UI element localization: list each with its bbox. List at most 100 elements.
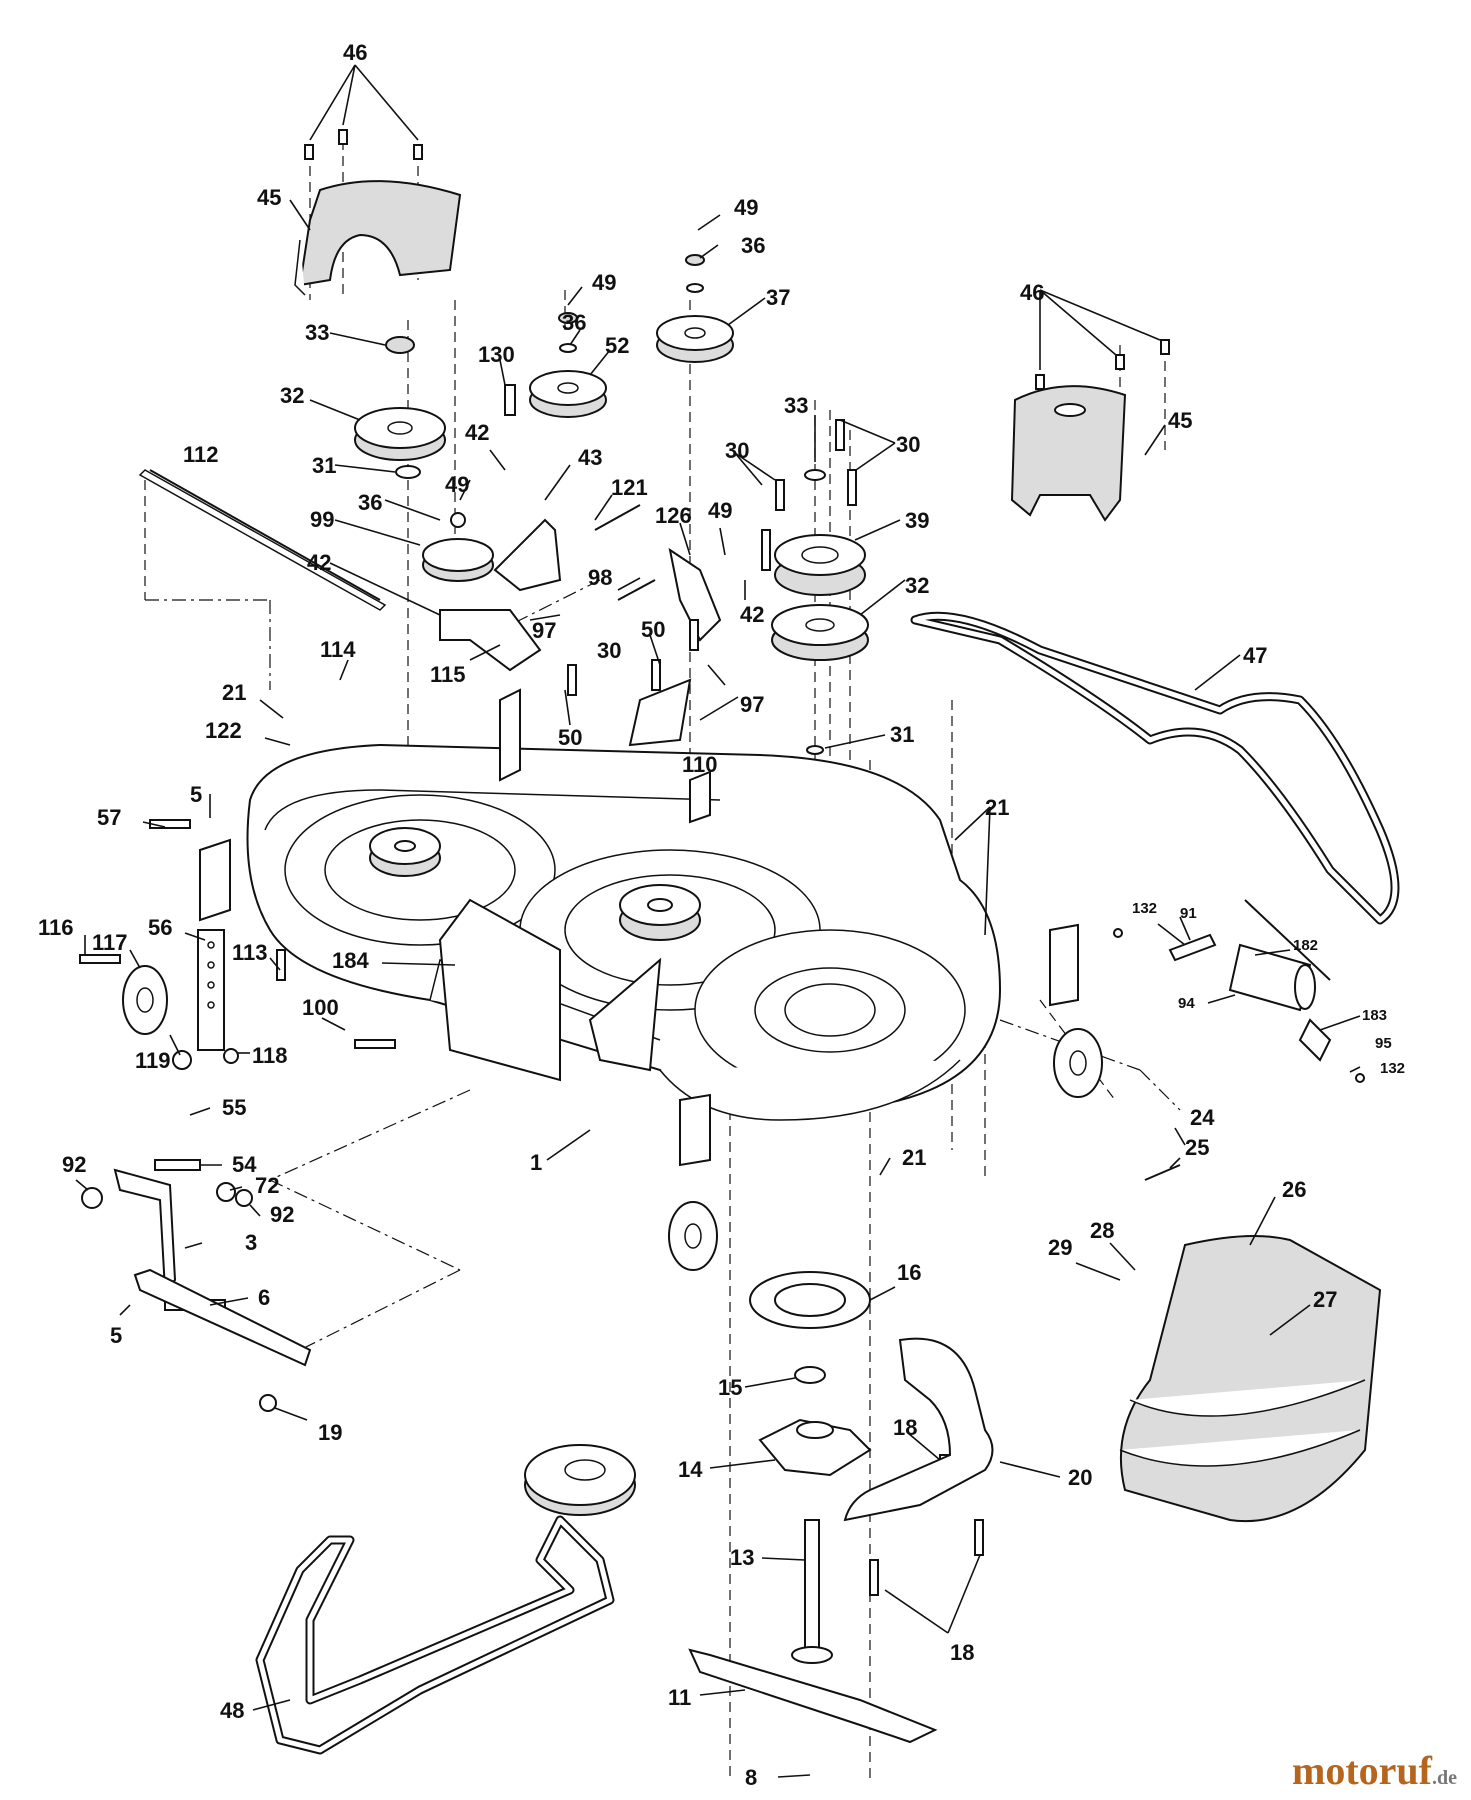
callout-45-right: 45: [1168, 408, 1192, 433]
callout-8: 8: [745, 1765, 757, 1790]
callout-132-bottom: 132: [1380, 1060, 1405, 1077]
callout-91: 91: [1180, 905, 1197, 922]
callout-27: 27: [1313, 1287, 1337, 1312]
callout-16: 16: [897, 1260, 921, 1285]
deck-spindle-pulleys: [369, 827, 701, 941]
callout-97-right: 97: [740, 692, 764, 717]
callout-21-right: 21: [985, 795, 1009, 820]
callout-95: 95: [1375, 1035, 1392, 1052]
callout-49-right-lower: 49: [708, 498, 732, 523]
callout-50-right: 50: [641, 617, 665, 642]
callout-42-left: 42: [307, 550, 331, 575]
callout-13: 13: [730, 1545, 754, 1570]
callout-56: 56: [148, 915, 172, 940]
callout-54: 54: [232, 1152, 257, 1177]
callout-112: 112: [183, 442, 219, 467]
callout-33-left: 33: [305, 320, 329, 345]
callout-122: 122: [205, 718, 242, 743]
callout-130: 130: [478, 342, 515, 367]
deck-housing: [246, 743, 1002, 1121]
callout-36-mid: 36: [562, 310, 586, 335]
callout-5-top: 5: [190, 782, 202, 807]
deck-brackets: [199, 688, 1079, 1167]
lift-links: [81, 1168, 312, 1412]
callout-47: 47: [1243, 643, 1267, 668]
callout-132-top: 132: [1132, 900, 1157, 917]
callout-labels: 46 45 33 32 31 36 99 42 112 49 36 52 130…: [38, 40, 1405, 1790]
gauge-wheels: [122, 929, 1103, 1271]
belts: [255, 611, 1400, 1755]
callout-98: 98: [588, 565, 612, 590]
callout-183: 183: [1362, 1007, 1387, 1024]
callout-110: 110: [682, 752, 718, 777]
callout-43: 43: [578, 445, 602, 470]
callout-30-c: 30: [597, 638, 621, 663]
callout-39: 39: [905, 508, 929, 533]
callout-46-top: 46: [343, 40, 367, 65]
callout-37: 37: [766, 285, 790, 310]
callout-46-right: 46: [1020, 280, 1044, 305]
callout-184: 184: [332, 948, 369, 973]
callout-25: 25: [1185, 1135, 1209, 1160]
callout-21-left: 21: [222, 680, 246, 705]
callout-49-lower: 49: [445, 472, 469, 497]
callout-182: 182: [1293, 937, 1318, 954]
callout-121: 121: [611, 475, 648, 500]
callout-52: 52: [605, 333, 629, 358]
callout-19: 19: [318, 1420, 342, 1445]
callout-100: 100: [302, 995, 339, 1020]
callout-119: 119: [135, 1048, 171, 1073]
callout-57: 57: [97, 805, 121, 830]
callout-117: 117: [92, 930, 128, 955]
leader-lines: [75, 64, 1361, 1778]
watermark-brand: motoruf: [1292, 1748, 1432, 1793]
callout-3: 3: [245, 1230, 257, 1255]
watermark-tld: .de: [1432, 1767, 1457, 1789]
callout-116: 116: [38, 915, 74, 940]
callout-18-bottom: 18: [950, 1640, 974, 1665]
callout-24: 24: [1190, 1105, 1215, 1130]
callout-29: 29: [1048, 1235, 1072, 1260]
callout-5-bottom: 5: [110, 1323, 122, 1348]
callout-94: 94: [1178, 995, 1195, 1012]
callout-33-right: 33: [784, 393, 808, 418]
idler-arms: [138, 469, 722, 747]
callout-48: 48: [220, 1698, 244, 1723]
callout-97-mid: 97: [532, 618, 556, 643]
callout-36-left: 36: [358, 490, 382, 515]
callout-18-top: 18: [893, 1415, 917, 1440]
callout-113: 113: [232, 940, 268, 965]
callout-11: 11: [668, 1685, 691, 1710]
callout-36-right: 36: [741, 233, 765, 258]
discharge-chute: [1119, 1235, 1382, 1523]
callout-30-b: 30: [896, 432, 920, 457]
pulley-stack-left: [354, 336, 494, 582]
callout-50-mid: 50: [558, 725, 582, 750]
callout-72: 72: [255, 1173, 279, 1198]
callout-118: 118: [252, 1043, 288, 1068]
callout-49-right: 49: [734, 195, 758, 220]
callout-55: 55: [222, 1095, 246, 1120]
callout-31-left: 31: [312, 453, 336, 478]
springs: [594, 504, 1181, 1181]
callout-42-right: 42: [740, 602, 764, 627]
roller-assembly: [1113, 899, 1365, 1083]
callout-32-left: 32: [280, 383, 304, 408]
callout-45-left: 45: [257, 185, 281, 210]
callout-1: 1: [530, 1150, 542, 1175]
pulley-stack-middle: [529, 254, 734, 418]
callout-92-right: 92: [270, 1202, 294, 1227]
callout-114: 114: [320, 637, 356, 662]
callout-28: 28: [1090, 1218, 1114, 1243]
callout-32-right: 32: [905, 573, 929, 598]
callout-115: 115: [430, 662, 466, 687]
callout-49-mid: 49: [592, 270, 616, 295]
callout-126: 126: [655, 503, 692, 528]
pulley-stack-right: [771, 469, 869, 755]
callout-99: 99: [310, 507, 334, 532]
spindle-assembly: [688, 1271, 994, 1744]
belt-covers: [294, 180, 1127, 522]
callout-21-bottom: 21: [902, 1145, 926, 1170]
callout-15: 15: [718, 1375, 742, 1400]
